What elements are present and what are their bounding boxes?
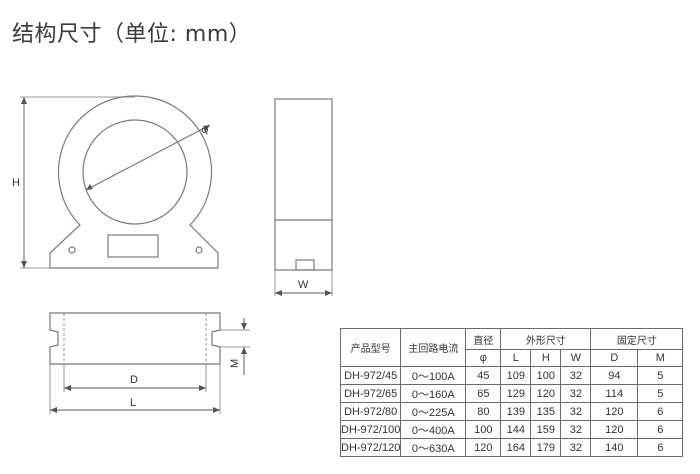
cell-phi: 100	[465, 420, 502, 439]
cell-w: 32	[560, 438, 592, 457]
cell-w: 32	[560, 384, 592, 403]
cell-l: 129	[500, 384, 532, 403]
subheader-d: D	[590, 349, 639, 367]
cell-d: 120	[590, 402, 639, 421]
cell-l: 109	[500, 366, 532, 385]
mount-hole-left	[68, 246, 76, 254]
table-subheader-row: φ L H W D M	[341, 349, 684, 367]
cell-model: DH-972/80	[339, 402, 402, 421]
header-model: 产品型号	[339, 328, 402, 367]
header-fixed-size: 固定尺寸	[590, 328, 684, 350]
page-title: 结构尺寸（单位: mm）	[12, 22, 252, 47]
subheader-w: W	[560, 349, 592, 367]
cell-m: 6	[637, 438, 684, 457]
cell-h: 100	[530, 366, 562, 385]
subheader-m: M	[637, 349, 684, 367]
cell-current: 0～630A	[400, 438, 467, 457]
table-row: DH-972/100 0～400A 100 144 159 32 120 6	[339, 420, 684, 439]
cell-h: 159	[530, 420, 562, 439]
spec-table: 产品型号 主回路电流 直径 外形尺寸 固定尺寸 φ L H W D M DH-9…	[339, 328, 684, 457]
cell-d: 114	[590, 384, 639, 403]
dim-label-l: L	[130, 397, 136, 409]
cell-phi: 65	[465, 384, 502, 403]
front-view-outline	[49, 95, 219, 269]
cell-model: DH-972/120	[339, 438, 402, 457]
cell-l: 139	[500, 402, 532, 421]
cell-m: 5	[637, 384, 684, 403]
cell-current: 0～160A	[400, 384, 467, 403]
header-outer-size: 外形尺寸	[500, 328, 592, 350]
cell-d: 94	[590, 366, 639, 385]
cell-h: 179	[530, 438, 562, 457]
cell-phi: 45	[465, 366, 502, 385]
cell-w: 32	[560, 420, 592, 439]
cell-d: 140	[590, 438, 639, 457]
side-view-body	[274, 98, 333, 271]
cell-w: 32	[560, 402, 592, 421]
cell-model: DH-972/45	[339, 366, 402, 385]
cell-model: DH-972/100	[339, 420, 402, 439]
cell-l: 164	[500, 438, 532, 457]
header-diameter: 直径	[465, 328, 502, 350]
cell-current: 0～400A	[400, 420, 467, 439]
cell-phi: 120	[465, 438, 502, 457]
cell-m: 6	[637, 420, 684, 439]
side-view-slot	[295, 259, 315, 271]
subheader-h: H	[530, 349, 562, 367]
cell-l: 144	[500, 420, 532, 439]
front-view-window	[107, 234, 159, 258]
dim-label-phi: φ	[199, 123, 211, 137]
header-current: 主回路电流	[400, 328, 467, 367]
subheader-phi: φ	[465, 349, 502, 367]
cell-d: 120	[590, 420, 639, 439]
cell-m: 6	[637, 402, 684, 421]
dim-label-w: W	[298, 279, 309, 291]
cell-h: 135	[530, 402, 562, 421]
subheader-l: L	[500, 349, 532, 367]
table-row: DH-972/65 0～160A 65 129 120 32 114 5	[339, 384, 684, 403]
table-row: DH-972/45 0～100A 45 109 100 32 94 5	[339, 366, 684, 385]
dim-label-h: H	[12, 177, 20, 189]
front-view-inner-circle	[82, 119, 188, 225]
table-header-row: 产品型号 主回路电流 直径 外形尺寸 固定尺寸	[339, 328, 684, 367]
table-row: DH-972/120 0～630A 120 164 179 32 140 6	[339, 438, 684, 457]
table-row: DH-972/80 0～225A 80 139 135 32 120 6	[339, 402, 684, 421]
cell-m: 5	[637, 366, 684, 385]
bottom-view-outline	[49, 312, 221, 365]
cell-h: 120	[530, 384, 562, 403]
cell-phi: 80	[465, 402, 502, 421]
cell-current: 0～100A	[400, 366, 467, 385]
dim-label-d: D	[130, 374, 138, 386]
dim-label-m: M	[229, 359, 241, 368]
cell-current: 0～225A	[400, 402, 467, 421]
cell-w: 32	[560, 366, 592, 385]
mount-hole-right	[195, 246, 203, 254]
cell-model: DH-972/65	[339, 384, 402, 403]
